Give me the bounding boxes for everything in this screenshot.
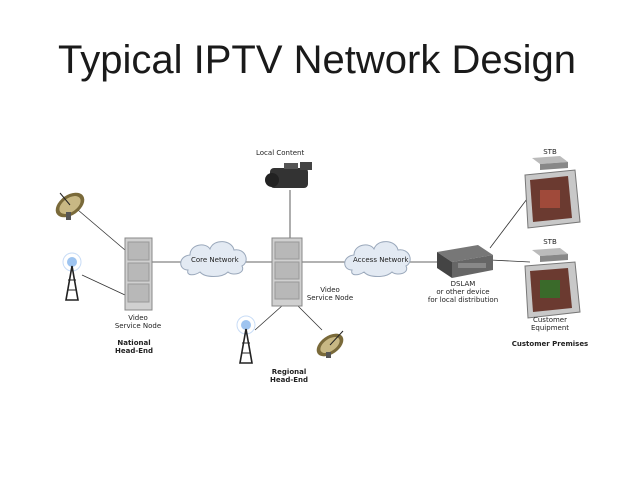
television-icon-top [524,169,581,229]
slide-title: Typical IPTV Network Design [58,38,576,82]
core-network-label: Core Network [191,256,239,264]
connection-lines [77,190,531,331]
local-content-label: Local Content [256,149,305,157]
satellite-dish-icon-national [55,192,85,220]
regional-head-end-label: Regional Head-End [269,368,309,384]
video-camera-icon [265,162,312,188]
video-service-node-center-label: Video Service Node [306,286,354,302]
dslam-label: DSLAM or other device for local distribu… [427,280,499,304]
stb-top-label: STB [543,148,557,156]
broadcast-tower-icon-national [62,252,82,301]
national-head-end-label: National Head-End [114,339,154,355]
broadcast-tower-icon-regional [236,315,256,364]
set-top-box-icon-bottom [532,248,568,262]
core-network-cloud [180,241,247,277]
video-service-node-left-label: Video Service Node [114,314,162,330]
television-icon-bottom [524,261,581,319]
server-rack-icon-regional [271,237,303,307]
customer-equipment-label: Customer Equipment [531,316,569,332]
access-network-label: Access Network [353,256,409,264]
set-top-box-icon-top [532,156,568,170]
server-rack-icon-national [124,237,153,311]
access-network-cloud [344,241,411,277]
customer-premises-label: Customer Premises [511,340,589,348]
dslam-device-icon [437,245,493,278]
stb-bottom-label: STB [543,238,557,246]
satellite-dish-icon-regional [316,330,344,358]
